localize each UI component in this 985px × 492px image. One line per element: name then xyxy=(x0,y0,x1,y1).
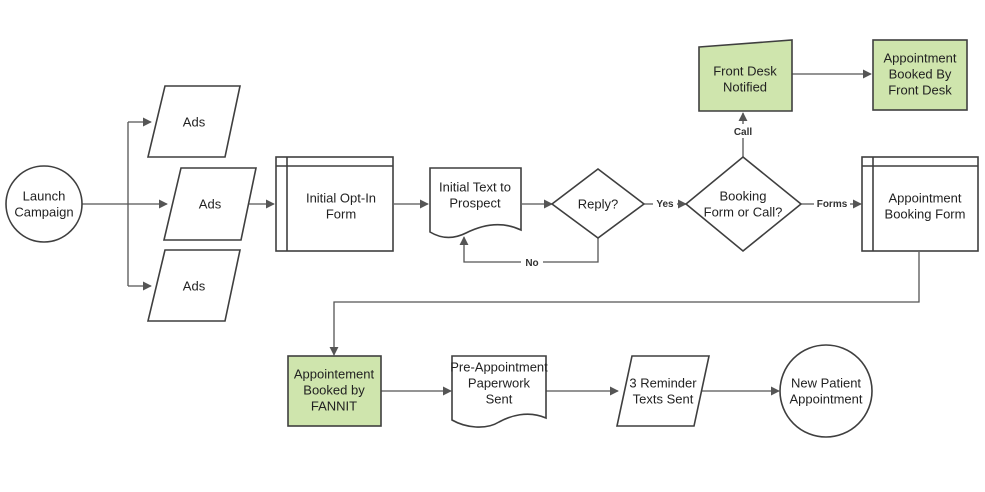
edge-label-no: No xyxy=(521,255,543,269)
label-line: Front Desk xyxy=(713,64,777,79)
label-line: Initial Text to xyxy=(439,180,511,195)
label-line: Booking xyxy=(720,189,767,204)
edge-label-call-text: Call xyxy=(734,127,753,138)
label-line: Pre-Appointment xyxy=(450,360,548,375)
edge-label-yes-text: Yes xyxy=(656,199,674,210)
label-line: Paperwork xyxy=(468,376,531,391)
label-line: Form or Call? xyxy=(704,205,783,220)
label-line: Campaign xyxy=(14,205,73,220)
node-ads-3: Ads xyxy=(146,249,241,322)
label-line: Booking Form xyxy=(885,207,966,222)
node-ads-1-label: Ads xyxy=(183,115,206,130)
label-line: Ads xyxy=(199,197,222,212)
edge-label-no-text: No xyxy=(525,258,538,269)
edge-label-forms-text: Forms xyxy=(817,199,848,210)
label-line: Ads xyxy=(183,279,206,294)
node-ads-3-label: Ads xyxy=(183,279,206,294)
label-line: New Patient xyxy=(791,376,861,391)
label-line: Texts Sent xyxy=(633,392,694,407)
edge-form-fannit xyxy=(329,252,920,356)
edge-label-forms: Forms xyxy=(814,196,850,210)
label-line: Form xyxy=(326,207,356,222)
node-reply-decision: Reply? xyxy=(550,167,646,239)
label-line: Appointement xyxy=(294,367,375,382)
label-line: Prospect xyxy=(449,196,501,211)
label-line: Booked by xyxy=(303,383,365,398)
label-line: Initial Opt-In xyxy=(306,191,376,206)
edge-label-yes: Yes xyxy=(653,196,677,210)
label-line: 3 Reminder xyxy=(629,376,697,391)
edge-label-call: Call xyxy=(731,124,755,138)
label-line: Reply? xyxy=(578,197,618,212)
node-ads-2-label: Ads xyxy=(199,197,222,212)
label-line: Sent xyxy=(486,392,513,407)
node-ads-1: Ads xyxy=(146,85,241,158)
label-line: Notified xyxy=(723,80,767,95)
label-line: Appointment xyxy=(884,51,957,66)
label-line: Launch xyxy=(23,189,66,204)
node-reply-decision-label: Reply? xyxy=(578,197,618,212)
node-ads-2: Ads xyxy=(162,167,257,241)
label-line: Ads xyxy=(183,115,206,130)
label-line: FANNIT xyxy=(311,399,357,414)
label-line: Front Desk xyxy=(888,83,952,98)
label-line: Booked By xyxy=(889,67,952,82)
label-line: Appointment xyxy=(889,191,962,206)
label-line: Appointment xyxy=(790,392,863,407)
